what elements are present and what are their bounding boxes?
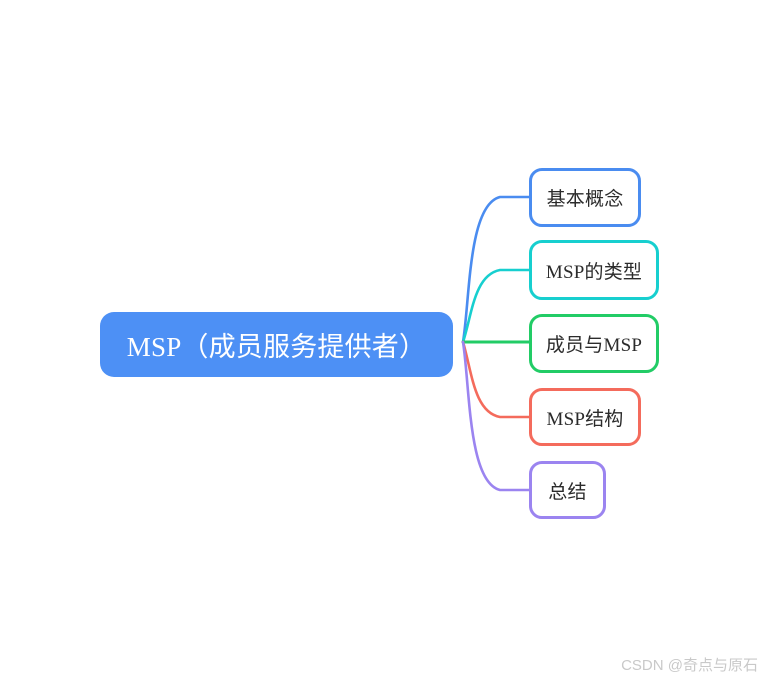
mindmap-node-msp-structure[interactable]: MSP结构 xyxy=(529,388,641,446)
edge-to-msp-types xyxy=(461,268,531,344)
root-node-label: MSP（成员服务提供者） xyxy=(126,332,427,362)
node-label-msp-types: MSP的类型 xyxy=(545,261,643,283)
watermark-text: CSDN @奇点与原石 xyxy=(621,657,758,674)
node-label-msp-structure: MSP结构 xyxy=(546,408,624,430)
edge-to-summary xyxy=(461,340,531,492)
node-label-summary: 总结 xyxy=(548,481,587,503)
mindmap-root-node[interactable]: MSP（成员服务提供者） xyxy=(100,312,453,377)
mindmap-node-members-and-msp[interactable]: 成员与MSP xyxy=(529,314,659,373)
mindmap-node-basic-concept[interactable]: 基本概念 xyxy=(529,168,641,227)
node-label-basic-concept: 基本概念 xyxy=(546,189,624,210)
edge-to-basic-concept xyxy=(461,195,531,344)
node-label-members-and-msp: 成员与MSP xyxy=(545,335,643,356)
edge-to-msp-structure xyxy=(461,340,531,419)
mindmap-node-summary[interactable]: 总结 xyxy=(529,461,606,519)
mindmap-node-msp-types[interactable]: MSP的类型 xyxy=(529,240,659,300)
